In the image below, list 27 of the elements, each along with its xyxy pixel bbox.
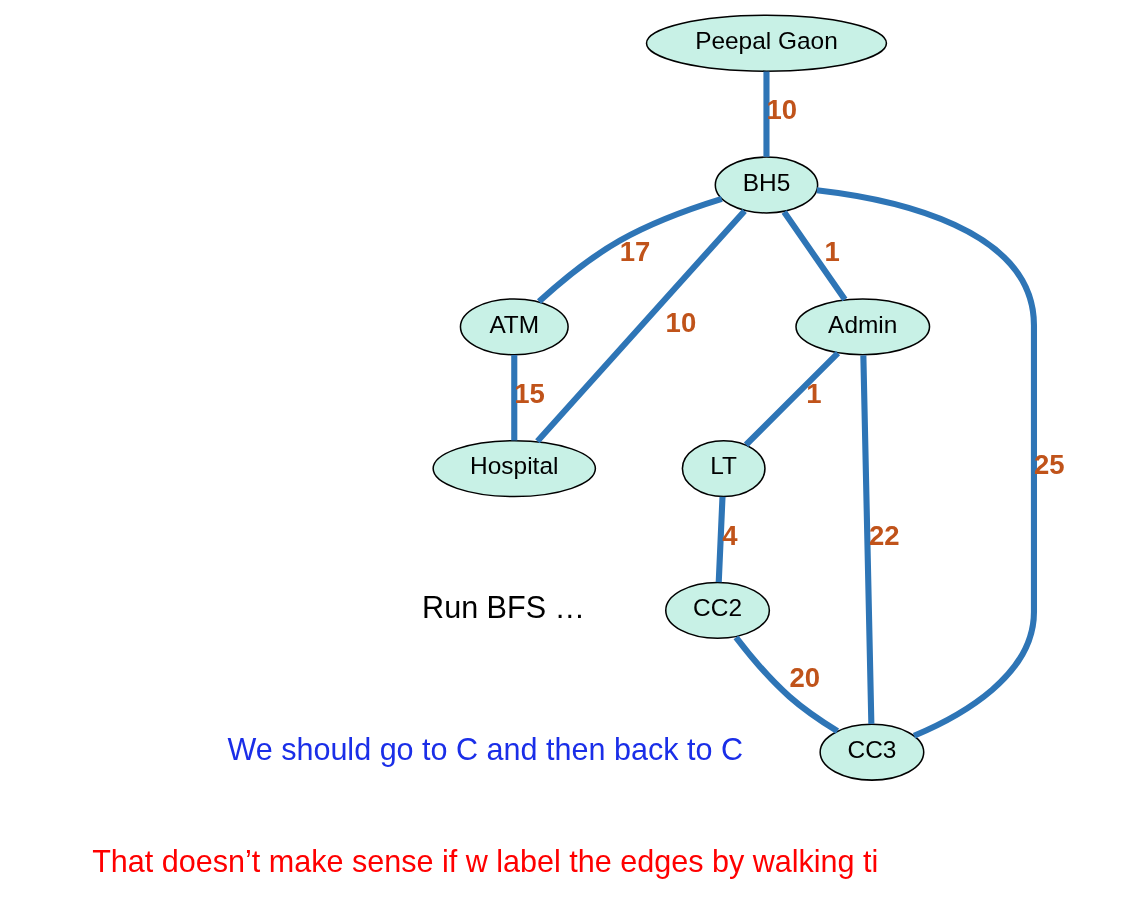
edge-label: 17 [619, 235, 650, 267]
label: We should go to C and then back to C [226, 731, 743, 766]
edge-label: 1 [824, 235, 840, 267]
connector [781, 209, 847, 301]
connector [733, 634, 839, 734]
edge-label: 1 [805, 377, 822, 409]
connector [859, 354, 874, 724]
connector [510, 354, 517, 440]
edge-label: 20 [788, 661, 820, 692]
node-ellipse: Hospital [431, 439, 596, 497]
label: That doesn’t make sense if w label the edges by walking ti [91, 843, 878, 878]
connector [536, 195, 723, 304]
connector [715, 496, 726, 582]
label: Run BFS … [421, 589, 585, 624]
connector [762, 71, 770, 157]
node-ellipse: Peepal Gaon [645, 14, 887, 72]
connector [743, 350, 840, 447]
node-ellipse: Admin [794, 297, 930, 355]
edge-label: 10 [665, 306, 696, 338]
node-ellipse: CC3 [818, 723, 924, 781]
node-ellipse: ATM [459, 297, 569, 355]
node-ellipse: BH5 [714, 155, 818, 214]
node-ellipse: LT [681, 439, 766, 497]
node-ellipse: CC2 [664, 581, 770, 639]
connector [815, 186, 1037, 738]
edge-label: 22 [868, 519, 899, 551]
connector [534, 208, 747, 443]
